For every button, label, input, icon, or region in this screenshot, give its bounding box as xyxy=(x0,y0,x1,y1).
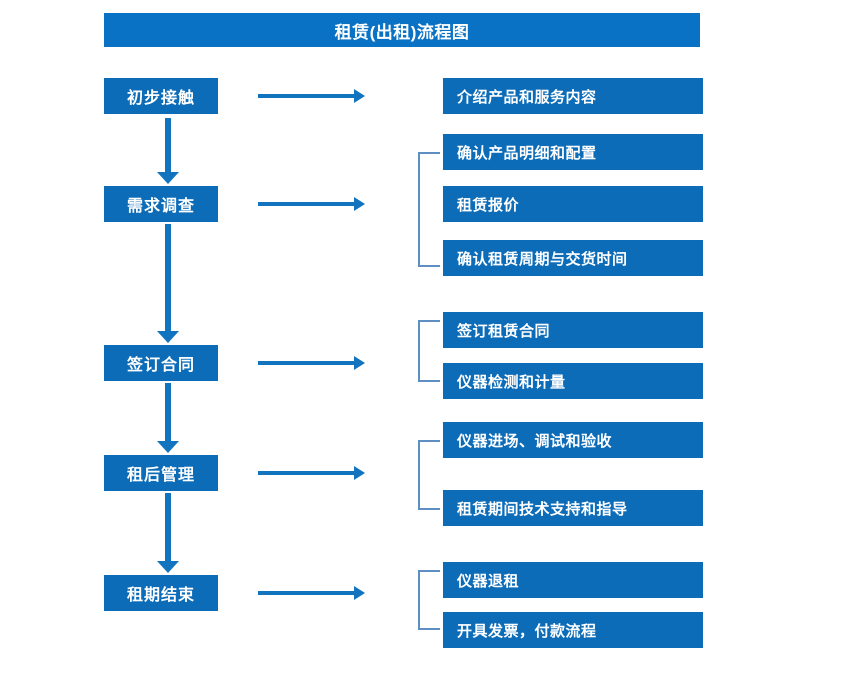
down-arrow-4-to-5 xyxy=(157,493,179,573)
arrow-shaft xyxy=(258,202,356,206)
bracket-group-3 xyxy=(418,320,440,382)
detail-box-2[interactable]: 确认产品明细和配置 xyxy=(443,134,703,170)
right-arrow-stage-3 xyxy=(258,356,365,370)
stage-box-5[interactable]: 租期结束 xyxy=(104,575,218,611)
arrow-shaft xyxy=(258,591,356,595)
detail-box-3[interactable]: 租赁报价 xyxy=(443,186,703,222)
arrow-head xyxy=(354,356,365,370)
right-arrow-stage-4 xyxy=(258,466,365,480)
arrow-shaft xyxy=(165,118,171,172)
chart-title: 租赁(出租)流程图 xyxy=(104,13,700,47)
right-arrow-stage-5 xyxy=(258,586,365,600)
stage-box-2[interactable]: 需求调查 xyxy=(104,186,218,222)
arrow-shaft xyxy=(258,361,356,365)
detail-box-10[interactable]: 开具发票，付款流程 xyxy=(443,612,703,648)
detail-box-6[interactable]: 仪器检测和计量 xyxy=(443,363,703,399)
arrow-shaft xyxy=(165,493,171,561)
stage-box-3[interactable]: 签订合同 xyxy=(104,345,218,381)
bracket-group-5 xyxy=(418,570,440,630)
detail-box-5[interactable]: 签订租赁合同 xyxy=(443,312,703,348)
right-arrow-stage-2 xyxy=(258,197,365,211)
arrow-shaft xyxy=(258,471,356,475)
down-arrow-2-to-3 xyxy=(157,224,179,343)
arrow-head xyxy=(354,197,365,211)
down-arrow-3-to-4 xyxy=(157,383,179,453)
stage-box-4[interactable]: 租后管理 xyxy=(104,455,218,491)
bracket-group-2 xyxy=(418,152,440,267)
down-arrow-1-to-2 xyxy=(157,118,179,184)
arrow-head xyxy=(157,172,179,184)
arrow-head xyxy=(157,561,179,573)
detail-box-7[interactable]: 仪器进场、调试和验收 xyxy=(443,422,703,458)
arrow-head xyxy=(354,89,365,103)
detail-box-4[interactable]: 确认租赁周期与交货时间 xyxy=(443,240,703,276)
arrow-head xyxy=(354,466,365,480)
stage-box-1[interactable]: 初步接触 xyxy=(104,78,218,114)
detail-box-9[interactable]: 仪器退租 xyxy=(443,562,703,598)
arrow-head xyxy=(157,331,179,343)
detail-box-8[interactable]: 租赁期间技术支持和指导 xyxy=(443,490,703,526)
arrow-shaft xyxy=(165,224,171,331)
arrow-head xyxy=(354,586,365,600)
detail-box-1[interactable]: 介绍产品和服务内容 xyxy=(443,78,703,114)
arrow-head xyxy=(157,441,179,453)
arrow-shaft xyxy=(165,383,171,441)
arrow-shaft xyxy=(258,94,356,98)
bracket-group-4 xyxy=(418,440,440,510)
right-arrow-stage-1 xyxy=(258,89,365,103)
